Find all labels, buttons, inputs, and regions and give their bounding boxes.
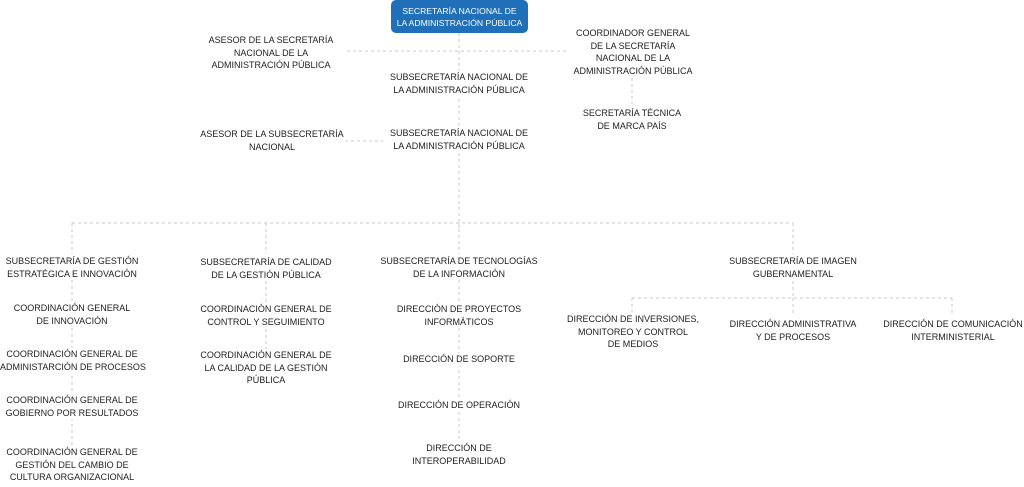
subsecretaria-1-line-2: LA ADMINISTRACIÓN PÚBLICA [393,84,525,95]
subsecretaria-2-line-1: SUBSECRETARÍA NACIONAL DE [389,128,529,138]
node-dir-interoperabilidad[interactable]: DIRECCIÓN DE INTEROPERABILIDAD [389,442,529,467]
tecnologias-line-1: SUBSECRETARÍA DE TECNOLOGÍAS [380,256,538,266]
coordinador-line-4: ADMINISTRACIÓN PÚBLICA [573,65,693,76]
root-line-2: LA ADMINISTRACIÓN PÚBLICA [396,17,523,28]
dir-interoperabilidad-line-1: DIRECCIÓN DE [426,443,492,453]
calidad-line-2: DE LA GESTIÓN PÚBLICA [211,269,321,280]
coord-gobierno-line-1: COORDINACIÓN GENERAL DE [6,395,138,405]
node-asesor-secretaria[interactable]: ASESOR DE LA SECRETARÍA NACIONAL DE LA A… [196,34,346,72]
node-coord-control[interactable]: COORDINACIÓN GENERAL DE CONTROL Y SEGUIM… [196,303,336,328]
dir-inversiones-line-2: MONITOREO Y CONTROL [577,326,689,337]
node-secretaria-nacional[interactable]: SECRETARÍA NACIONAL DE LA ADMINISTRACIÓN… [391,0,528,33]
node-coord-calidad[interactable]: COORDINACIÓN GENERAL DE LA CALIDAD DE LA… [196,349,336,387]
node-imagen-gubernamental[interactable]: SUBSECRETARÍA DE IMAGEN GUBERNAMENTAL [723,255,863,280]
dir-administrativa-line-1: DIRECCIÓN ADMINISTRATIVA [729,319,857,329]
calidad-line-1: SUBSECRETARÍA DE CALIDAD [200,257,332,267]
node-gestion-estrategica[interactable]: SUBSECRETARÍA DE GESTIÓN ESTRATÉGICA E I… [0,255,144,280]
subsecretaria-1-line-1: SUBSECRETARÍA NACIONAL DE [389,72,529,82]
dir-soporte-line-1: DIRECCIÓN DE SOPORTE [403,354,515,364]
imagen-line-1: SUBSECRETARÍA DE IMAGEN [729,256,857,266]
coord-calidad-line-2: LA CALIDAD DE LA GESTIÓN [204,362,328,373]
asesor-sub-line-2: NACIONAL [248,141,295,152]
gestion-estrategica-line-2: ESTRATÉGICA E INNOVACIÓN [7,268,137,279]
asesor-secretaria-line-2: NACIONAL DE LA [233,47,309,58]
node-calidad-gestion[interactable]: SUBSECRETARÍA DE CALIDAD DE LA GESTIÓN P… [196,256,336,281]
dir-comunicacion-line-1: DIRECCIÓN DE COMUNICACIÓN [883,319,1023,329]
coord-cambio-line-2: GESTIÓN DEL CAMBIO DE [15,459,129,470]
dir-proyectos-line-2: INFORMÁTICOS [424,316,494,327]
node-coordinador-general[interactable]: COORDINADOR GENERAL DE LA SECRETARÍA NAC… [566,27,700,77]
secretaria-tecnica-line-2: DE MARCA PAÍS [597,120,667,131]
asesor-sub-line-1: ASESOR DE LA SUBSECRETARÍA [200,129,344,139]
node-dir-operacion[interactable]: DIRECCIÓN DE OPERACIÓN [389,399,529,412]
node-dir-administrativa[interactable]: DIRECCIÓN ADMINISTRATIVA Y DE PROCESOS [723,318,863,343]
node-coord-innovacion[interactable]: COORDINACIÓN GENERAL DE INNOVACIÓN [4,302,140,327]
node-dir-comunicacion[interactable]: DIRECCIÓN DE COMUNICACIÓN INTERMINISTERI… [882,318,1024,343]
coord-cambio-line-1: COORDINACIÓN GENERAL DE [6,447,138,457]
node-subsecretaria-nacional-2[interactable]: SUBSECRETARÍA NACIONAL DE LA ADMINISTRAC… [383,127,535,152]
dir-interoperabilidad-line-2: INTEROPERABILIDAD [412,455,506,466]
node-dir-soporte[interactable]: DIRECCIÓN DE SOPORTE [389,353,529,366]
coord-calidad-line-1: COORDINACIÓN GENERAL DE [200,350,332,360]
coord-control-line-1: COORDINACIÓN GENERAL DE [200,304,332,314]
node-dir-proyectos[interactable]: DIRECCIÓN DE PROYECTOS INFORMÁTICOS [389,303,529,328]
asesor-secretaria-line-1: ASESOR DE LA SECRETARÍA [208,35,334,45]
coord-innovacion-line-1: COORDINACIÓN GENERAL [13,303,131,313]
node-tecnologias[interactable]: SUBSECRETARÍA DE TECNOLOGÍAS DE LA INFOR… [379,255,539,280]
tecnologias-line-2: DE LA INFORMACIÓN [412,268,505,279]
asesor-secretaria-line-3: ADMINISTRACIÓN PÚBLICA [211,60,331,70]
coord-innovacion-line-2: DE INNOVACIÓN [36,315,108,326]
coord-cambio-line-3: CULTURA ORGANIZACIONAL [9,472,135,482]
node-asesor-subsecretaria[interactable]: ASESOR DE LA SUBSECRETARÍA NACIONAL [198,128,346,153]
dir-comunicacion-line-2: INTERMINISTERIAL [911,331,995,342]
coord-procesos-line-1: COORDINACIÓN GENERAL DE [6,349,138,359]
coordinador-line-1: COORDINADOR GENERAL [575,28,691,38]
coord-control-line-2: CONTROL Y SEGUIMIENTO [207,316,325,327]
dir-proyectos-line-1: DIRECCIÓN DE PROYECTOS [396,304,522,314]
node-coord-gobierno[interactable]: COORDINACIÓN GENERAL DE GOBIERNO POR RES… [2,394,142,419]
imagen-line-2: GUBERNAMENTAL [752,268,834,279]
gestion-estrategica-line-1: SUBSECRETARÍA DE GESTIÓN [5,256,139,266]
node-dir-inversiones[interactable]: DIRECCIÓN DE INVERSIONES, MONITOREO Y CO… [566,313,700,351]
coord-calidad-line-3: PÚBLICA [246,375,286,385]
dir-inversiones-line-3: DE MEDIOS [607,339,659,349]
node-secretaria-tecnica[interactable]: SECRETARÍA TÉCNICA DE MARCA PAÍS [576,107,688,132]
subsecretaria-2-line-2: LA ADMINISTRACIÓN PÚBLICA [393,140,525,151]
dir-administrativa-line-2: Y DE PROCESOS [755,331,831,342]
dir-inversiones-line-1: DIRECCIÓN DE INVERSIONES, [566,314,700,324]
coordinador-line-2: DE LA SECRETARÍA [590,40,676,51]
node-coord-cambio[interactable]: COORDINACIÓN GENERAL DE GESTIÓN DEL CAMB… [2,446,142,484]
node-coord-procesos[interactable]: COORDINACIÓN GENERAL DE ADMINISTARCIÓN D… [0,348,146,373]
secretaria-tecnica-line-1: SECRETARÍA TÉCNICA [582,108,682,118]
dir-operacion-line-1: DIRECCIÓN DE OPERACIÓN [397,400,520,410]
coordinador-line-3: NACIONAL DE LA [595,53,671,63]
coord-procesos-line-2: ADMINISTARCIÓN DE PROCESOS [0,361,146,372]
root-line-1: SECRETARÍA NACIONAL DE [402,5,517,16]
node-subsecretaria-nacional-1[interactable]: SUBSECRETARÍA NACIONAL DE LA ADMINISTRAC… [383,71,535,96]
coord-gobierno-line-2: GOBIERNO POR RESULTADOS [5,407,139,418]
